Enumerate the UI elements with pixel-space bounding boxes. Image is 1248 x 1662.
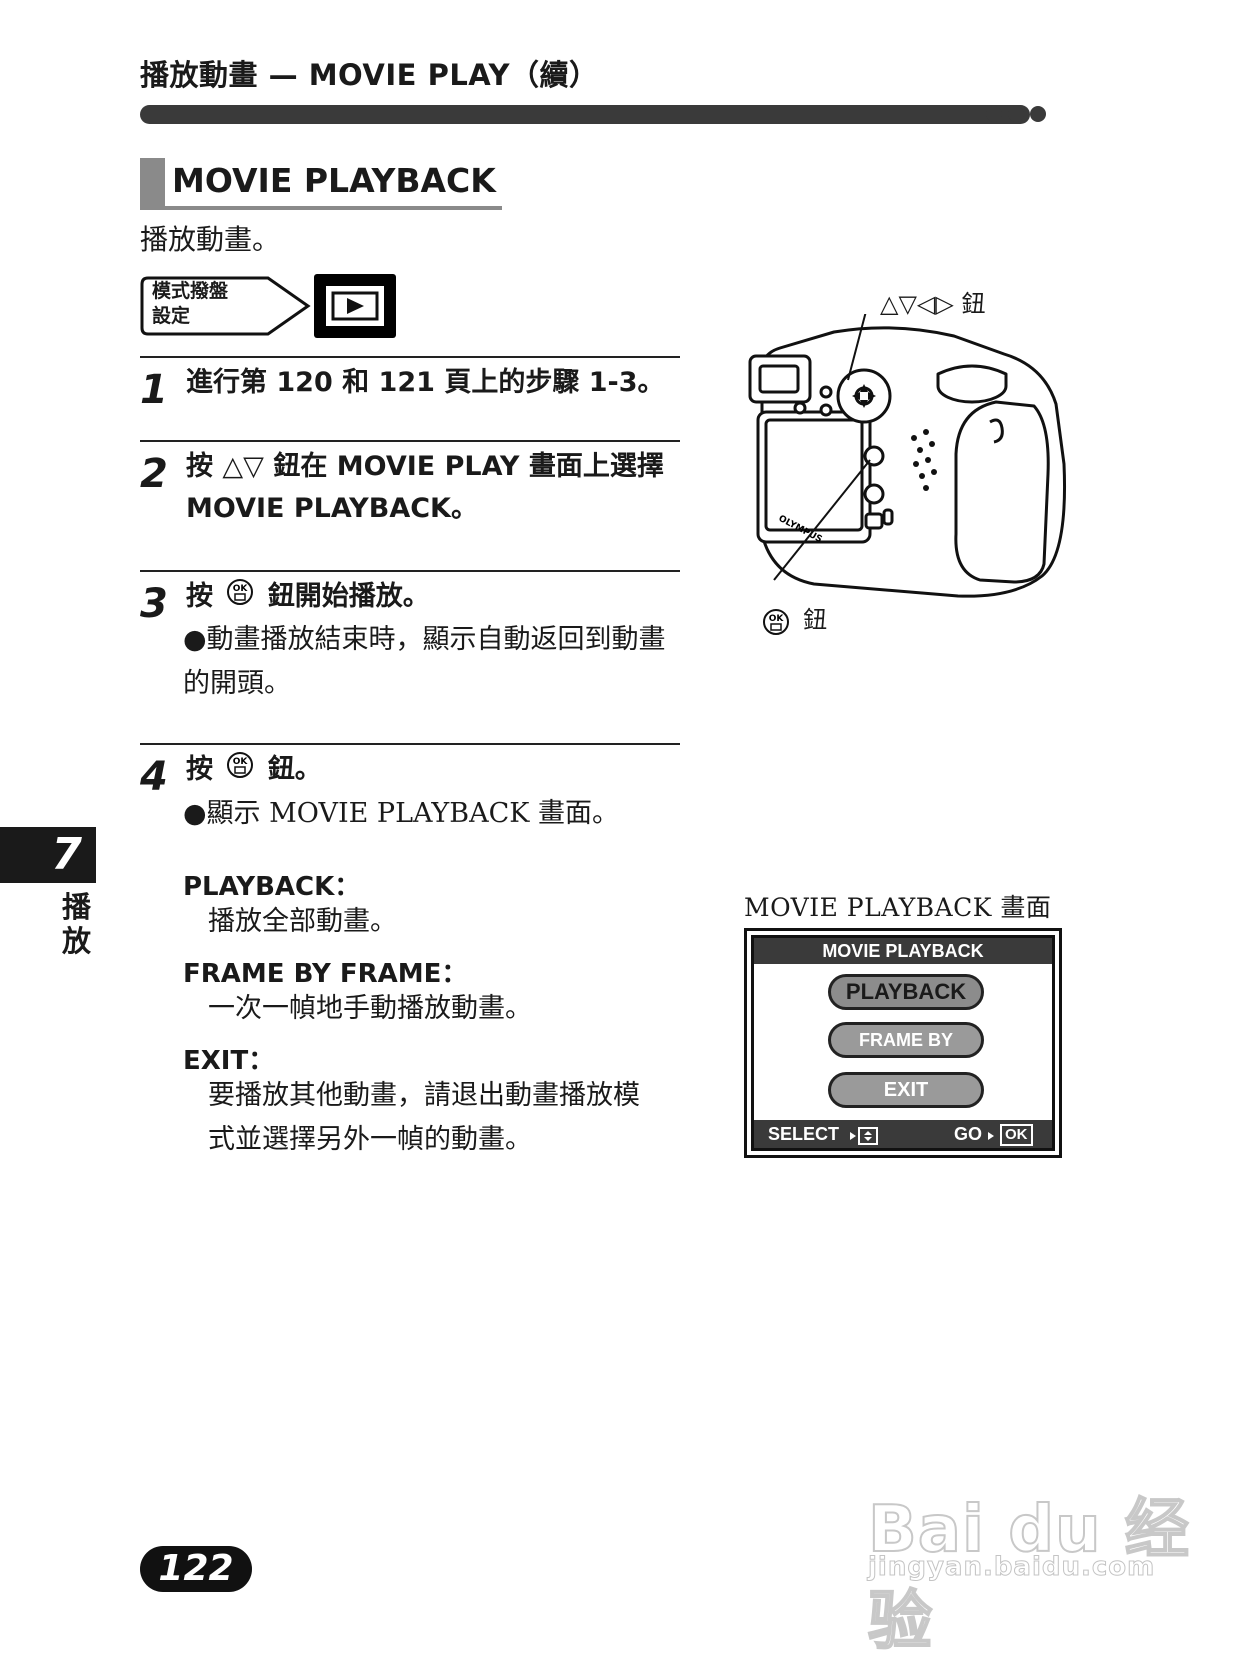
- go-arrow-icon: [988, 1125, 998, 1153]
- step-1-text: 進行第 120 和 121 頁上的步驟 1-3。: [186, 367, 665, 398]
- step-3-text-after: 鈕開始播放。: [267, 581, 430, 612]
- svg-text:OK: OK: [233, 584, 249, 594]
- select-updown-icon: [850, 1125, 880, 1153]
- chapter-label: 播放: [62, 890, 92, 958]
- screen-caption: MOVIE PLAYBACK 畫面: [744, 893, 1052, 922]
- step-number: 4: [140, 754, 168, 800]
- ok-button-callout: OK 鈕: [762, 600, 827, 640]
- step-3-note: ●動畫播放結束時，顯示自動返回到動畫的開頭。: [183, 624, 666, 699]
- arrow-button-label: △▽◁▷ 鈕: [880, 290, 986, 318]
- definition-term-frame-by-frame: FRAME BY FRAME：: [183, 959, 468, 989]
- step-2-text: 按 △▽ 鈕在 MOVIE PLAY 畫面上選擇 MOVIE PLAYBACK。: [186, 451, 664, 524]
- step-3-text-before: 按: [186, 581, 213, 612]
- movie-playback-screen: MOVIE PLAYBACK PLAYBACK FRAME BY FRAME E…: [744, 928, 1062, 1158]
- step-number: 1: [140, 367, 168, 413]
- definition-term-exit: EXIT：: [183, 1046, 275, 1076]
- step-divider: [140, 356, 680, 358]
- ok-button-icon: OK: [762, 608, 790, 640]
- footer-select-label: SELECT: [768, 1124, 840, 1144]
- watermark-logo: Bai du 经验: [867, 1492, 1190, 1660]
- ok-button-icon: OK: [226, 577, 254, 619]
- ok-button-icon: OK: [226, 750, 254, 792]
- screen-option-frame-by-frame: FRAME BY FRAME: [828, 1022, 984, 1080]
- definition-desc-frame-by-frame: 一次一幀地手動播放動畫。: [208, 993, 532, 1024]
- header-dot: [1008, 106, 1024, 122]
- page-header-title: 播放動畫 — MOVIE PLAY（續）: [140, 58, 599, 92]
- definition-term-playback: PLAYBACK：: [183, 872, 361, 902]
- mode-dial-tag-shape: [140, 276, 311, 336]
- header-rule-bar: [140, 105, 1030, 124]
- step-4-text-before: 按: [186, 754, 213, 785]
- mode-dial-label-line1: 模式撥盤: [152, 280, 229, 302]
- step-divider: [140, 743, 680, 745]
- screen-option-playback: PLAYBACK: [828, 974, 984, 1010]
- step-number: 3: [140, 581, 168, 627]
- mode-dial-label: 模式撥盤 設定: [152, 279, 228, 329]
- page-number: 122: [140, 1546, 252, 1592]
- definition-desc-exit: 要播放其他動畫，請退出動畫播放模式並選擇另外一幀的動畫。: [208, 1080, 640, 1155]
- svg-text:OK: OK: [769, 614, 785, 624]
- camera-body-drawing: OLYMPUS: [748, 295, 1066, 598]
- step-4-text: 按 OK 鈕。: [186, 749, 686, 792]
- footer-go-label: GO: [954, 1124, 983, 1144]
- header-dot: [986, 106, 1002, 122]
- watermark-url: jingyan.baidu.com: [867, 1552, 1156, 1583]
- screen-footer: SELECT GO OK: [754, 1120, 1052, 1148]
- svg-text:OK: OK: [233, 757, 249, 767]
- step-divider: [140, 440, 680, 442]
- step-divider: [140, 570, 680, 572]
- screen-title: MOVIE PLAYBACK: [754, 938, 1052, 964]
- ok-button-label: 鈕: [803, 606, 828, 634]
- definition-desc-playback: 播放全部動畫。: [208, 906, 397, 937]
- chapter-number: 7: [51, 829, 82, 880]
- play-icon: [331, 291, 379, 321]
- header-dot: [1030, 106, 1046, 122]
- section-marker: [140, 158, 165, 206]
- camera-illustration: OLYMPUS: [744, 295, 1068, 618]
- section-intro: 播放動畫。: [140, 223, 281, 256]
- section-title: MOVIE PLAYBACK: [172, 161, 496, 200]
- mode-dial-label-line2: 設定: [152, 305, 191, 327]
- step-number: 2: [140, 451, 168, 497]
- chapter-tab: 7: [0, 827, 96, 883]
- step-4-text-after: 鈕。: [267, 754, 322, 785]
- step-4-note: ●顯示 MOVIE PLAYBACK 畫面。: [183, 798, 619, 829]
- screen-option-exit: EXIT: [828, 1072, 984, 1108]
- section-heading: MOVIE PLAYBACK: [140, 158, 502, 210]
- step-3-text: 按 OK 鈕開始播放。: [186, 576, 686, 619]
- mode-dial-tag: 模式撥盤 設定: [140, 276, 316, 340]
- footer-ok-box: OK: [1000, 1124, 1033, 1146]
- playback-mode-icon: [314, 274, 396, 338]
